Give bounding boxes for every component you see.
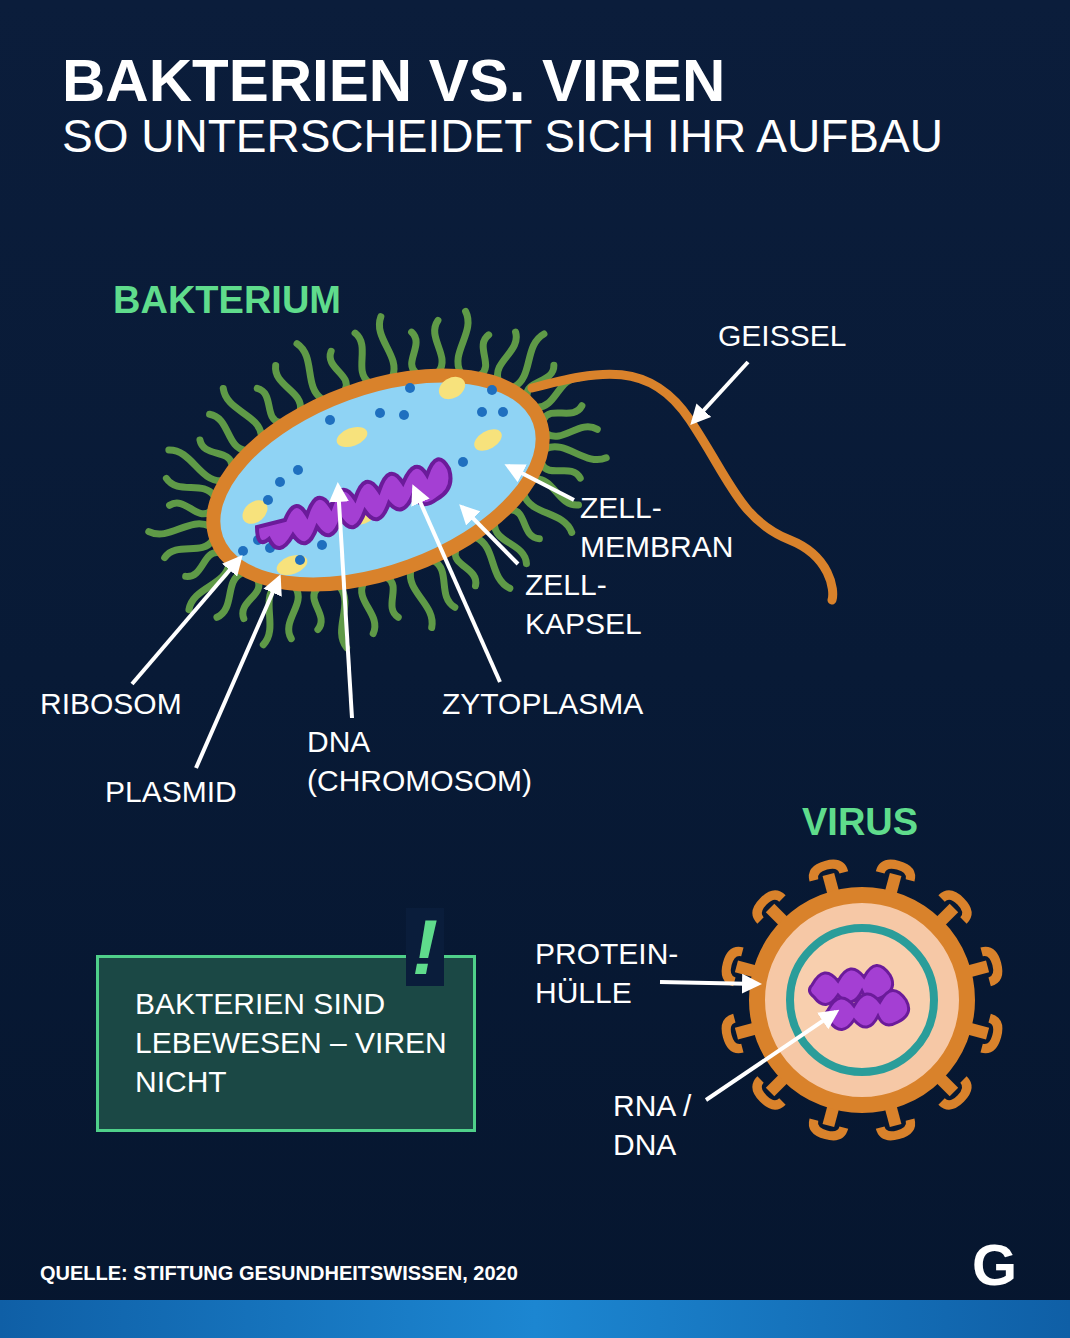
capsule-hair xyxy=(149,524,210,534)
capsule-hair xyxy=(314,589,321,630)
leader-line xyxy=(132,558,240,684)
part-label: GEISSEL xyxy=(718,316,846,355)
source-caption: QUELLE: STIFTUNG GESUNDHEITSWISSEN, 2020 xyxy=(40,1260,518,1286)
part-label: DNA (CHROMOSOM) xyxy=(307,722,547,800)
capsule-hair xyxy=(546,427,597,437)
subtitle: SO UNTERSCHEIDET SICH IHR AUFBAU xyxy=(62,110,943,163)
section-heading: BAKTERIUM xyxy=(113,276,341,325)
capsule-hair xyxy=(362,583,375,633)
cell-membrane xyxy=(185,335,571,626)
part-label: ZELL- MEMBRAN xyxy=(580,488,760,566)
part-label: PLASMID xyxy=(105,772,237,811)
virus-genome xyxy=(809,965,892,1004)
section-heading: VIRUS xyxy=(802,798,918,847)
capsule-hair xyxy=(510,510,539,539)
capsule-hair xyxy=(379,317,394,377)
capsule-hair xyxy=(165,540,213,557)
flagellum xyxy=(532,374,833,600)
leader-line xyxy=(338,486,352,718)
capsule-hair xyxy=(355,333,369,382)
leader-line xyxy=(660,982,758,984)
capsule-hair xyxy=(186,553,220,577)
exclamation-mark: ! xyxy=(406,908,444,986)
capsule-hair xyxy=(166,478,214,496)
part-label: ZELL- KAPSEL xyxy=(525,565,675,643)
virus-genome xyxy=(825,990,908,1029)
capsule-hair xyxy=(455,550,476,586)
capsule-hair xyxy=(476,538,510,589)
capsule-hair xyxy=(330,351,346,390)
part-label: ZYTOPLASMA xyxy=(442,684,643,723)
logo: G xyxy=(972,1236,1017,1294)
leader-line xyxy=(196,578,279,768)
capsule-hair xyxy=(297,344,322,400)
leader-line xyxy=(706,1012,836,1100)
capsule-hair xyxy=(410,570,432,627)
leader-line xyxy=(508,466,574,500)
capsule-hair xyxy=(412,332,416,373)
bottom-bar xyxy=(0,1300,1070,1338)
capsule-hair xyxy=(223,389,261,436)
capsule-hair xyxy=(210,414,246,450)
capsule-hair xyxy=(546,447,606,460)
part-label: RNA / DNA xyxy=(613,1086,731,1164)
capsule-hair xyxy=(458,311,468,372)
capsule-hair xyxy=(200,440,232,465)
capsule-hair xyxy=(543,406,582,420)
capsule-hair xyxy=(524,495,572,533)
capsule-hair xyxy=(434,561,455,607)
leader-lines xyxy=(132,362,836,1100)
capsule-hair xyxy=(497,332,516,380)
capsule-hair xyxy=(257,388,280,422)
virus-spikes xyxy=(718,856,1007,1145)
capsule-hair xyxy=(243,580,259,619)
capsule-hair xyxy=(435,320,442,371)
capsule-hair xyxy=(276,365,301,410)
capsule-hair xyxy=(387,578,398,617)
title: BAKTERIEN VS. VIREN xyxy=(62,46,725,115)
leader-line xyxy=(693,362,748,422)
virus-envelope xyxy=(790,928,934,1072)
capsule-hair xyxy=(480,335,488,375)
leader-line xyxy=(462,507,518,564)
plasmids xyxy=(238,372,506,579)
capsule-hair xyxy=(542,464,580,478)
bacterium-body xyxy=(185,335,571,626)
protein-shell xyxy=(757,895,967,1105)
leader-line xyxy=(414,488,500,682)
part-label: PROTEIN- HÜLLE xyxy=(535,934,705,1012)
note-text: BAKTERIEN SIND LEBEWESEN – VIREN NICHT xyxy=(135,984,455,1101)
part-label: RIBOSOM xyxy=(40,684,182,723)
capsule-hair xyxy=(289,588,299,639)
capsule-hair xyxy=(170,503,211,514)
ribosomes xyxy=(238,383,508,565)
